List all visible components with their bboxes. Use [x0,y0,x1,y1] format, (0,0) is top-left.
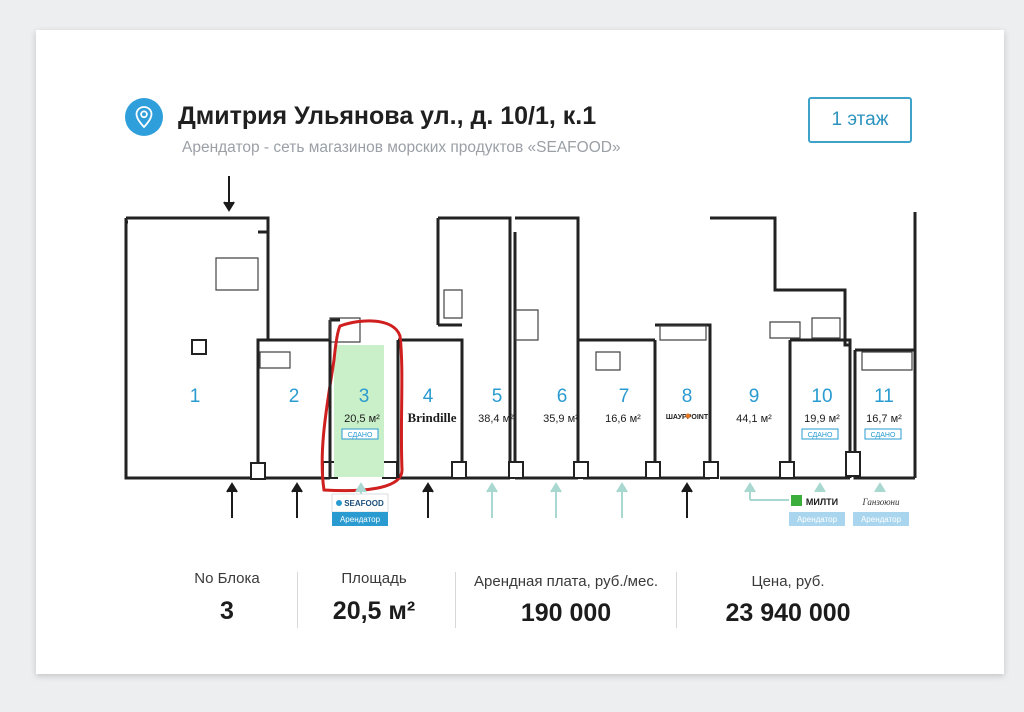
unit-area: 16,7 м² [866,413,902,425]
page-subtitle: Арендатор - сеть магазинов морских проду… [182,139,621,156]
tenant-card-milti[interactable]: МИЛТИ Арендатор [789,492,845,526]
status-badge: СДАНО [871,432,896,439]
tenant-card-seafood[interactable]: SEAFOOD Арендатор [331,493,389,526]
unit-area: 19,9 м² [804,413,840,425]
tenant-tag: Арендатор [797,515,838,524]
unit-number[interactable]: 9 [749,386,760,407]
status-badge: СДАНО [808,432,833,439]
unit-number[interactable]: 11 [874,386,894,407]
tenant-card-ganzoyuni[interactable]: Ганзоюни Арендатор [853,492,909,526]
unit-number[interactable]: 6 [557,386,568,407]
unit-area: 44,1 м² [736,413,772,425]
floor-selector-button[interactable]: 1 этаж [808,97,912,143]
unit-area: 38,4 м² [478,413,514,425]
unit-area: 16,6 м² [605,413,641,425]
unit-number[interactable]: 1 [190,386,201,407]
unit-number[interactable]: 8 [682,386,693,407]
unit-number[interactable]: 4 [423,386,434,407]
tenant-tag: Арендатор [340,515,381,524]
tenant-logo-seafood: SEAFOOD [344,499,384,508]
unit-3-highlight-fill [334,345,384,477]
unit-number[interactable]: 3 [359,386,370,407]
unit-3-highlight-outline[interactable] [320,319,404,493]
unit-number[interactable]: 5 [492,386,503,407]
status-badge: СДАНО [348,432,373,439]
unit-number[interactable]: 2 [289,386,300,407]
location-pin-icon [125,98,163,136]
unit-number[interactable]: 7 [619,386,630,407]
tenant-tag: Арендатор [861,515,902,524]
unit-area: 20,5 м² [344,413,380,425]
tenant-logo-ganzoyuni: Ганзоюни [861,497,900,507]
unit-area: 35,9 м² [543,413,579,425]
tenant-name-brindille: Brindille [407,410,456,425]
unit-number[interactable]: 10 [811,386,832,407]
page-title: Дмитрия Ульянова ул., д. 10/1, к.1 [178,102,597,130]
tenant-logo-milti: МИЛТИ [806,497,838,507]
